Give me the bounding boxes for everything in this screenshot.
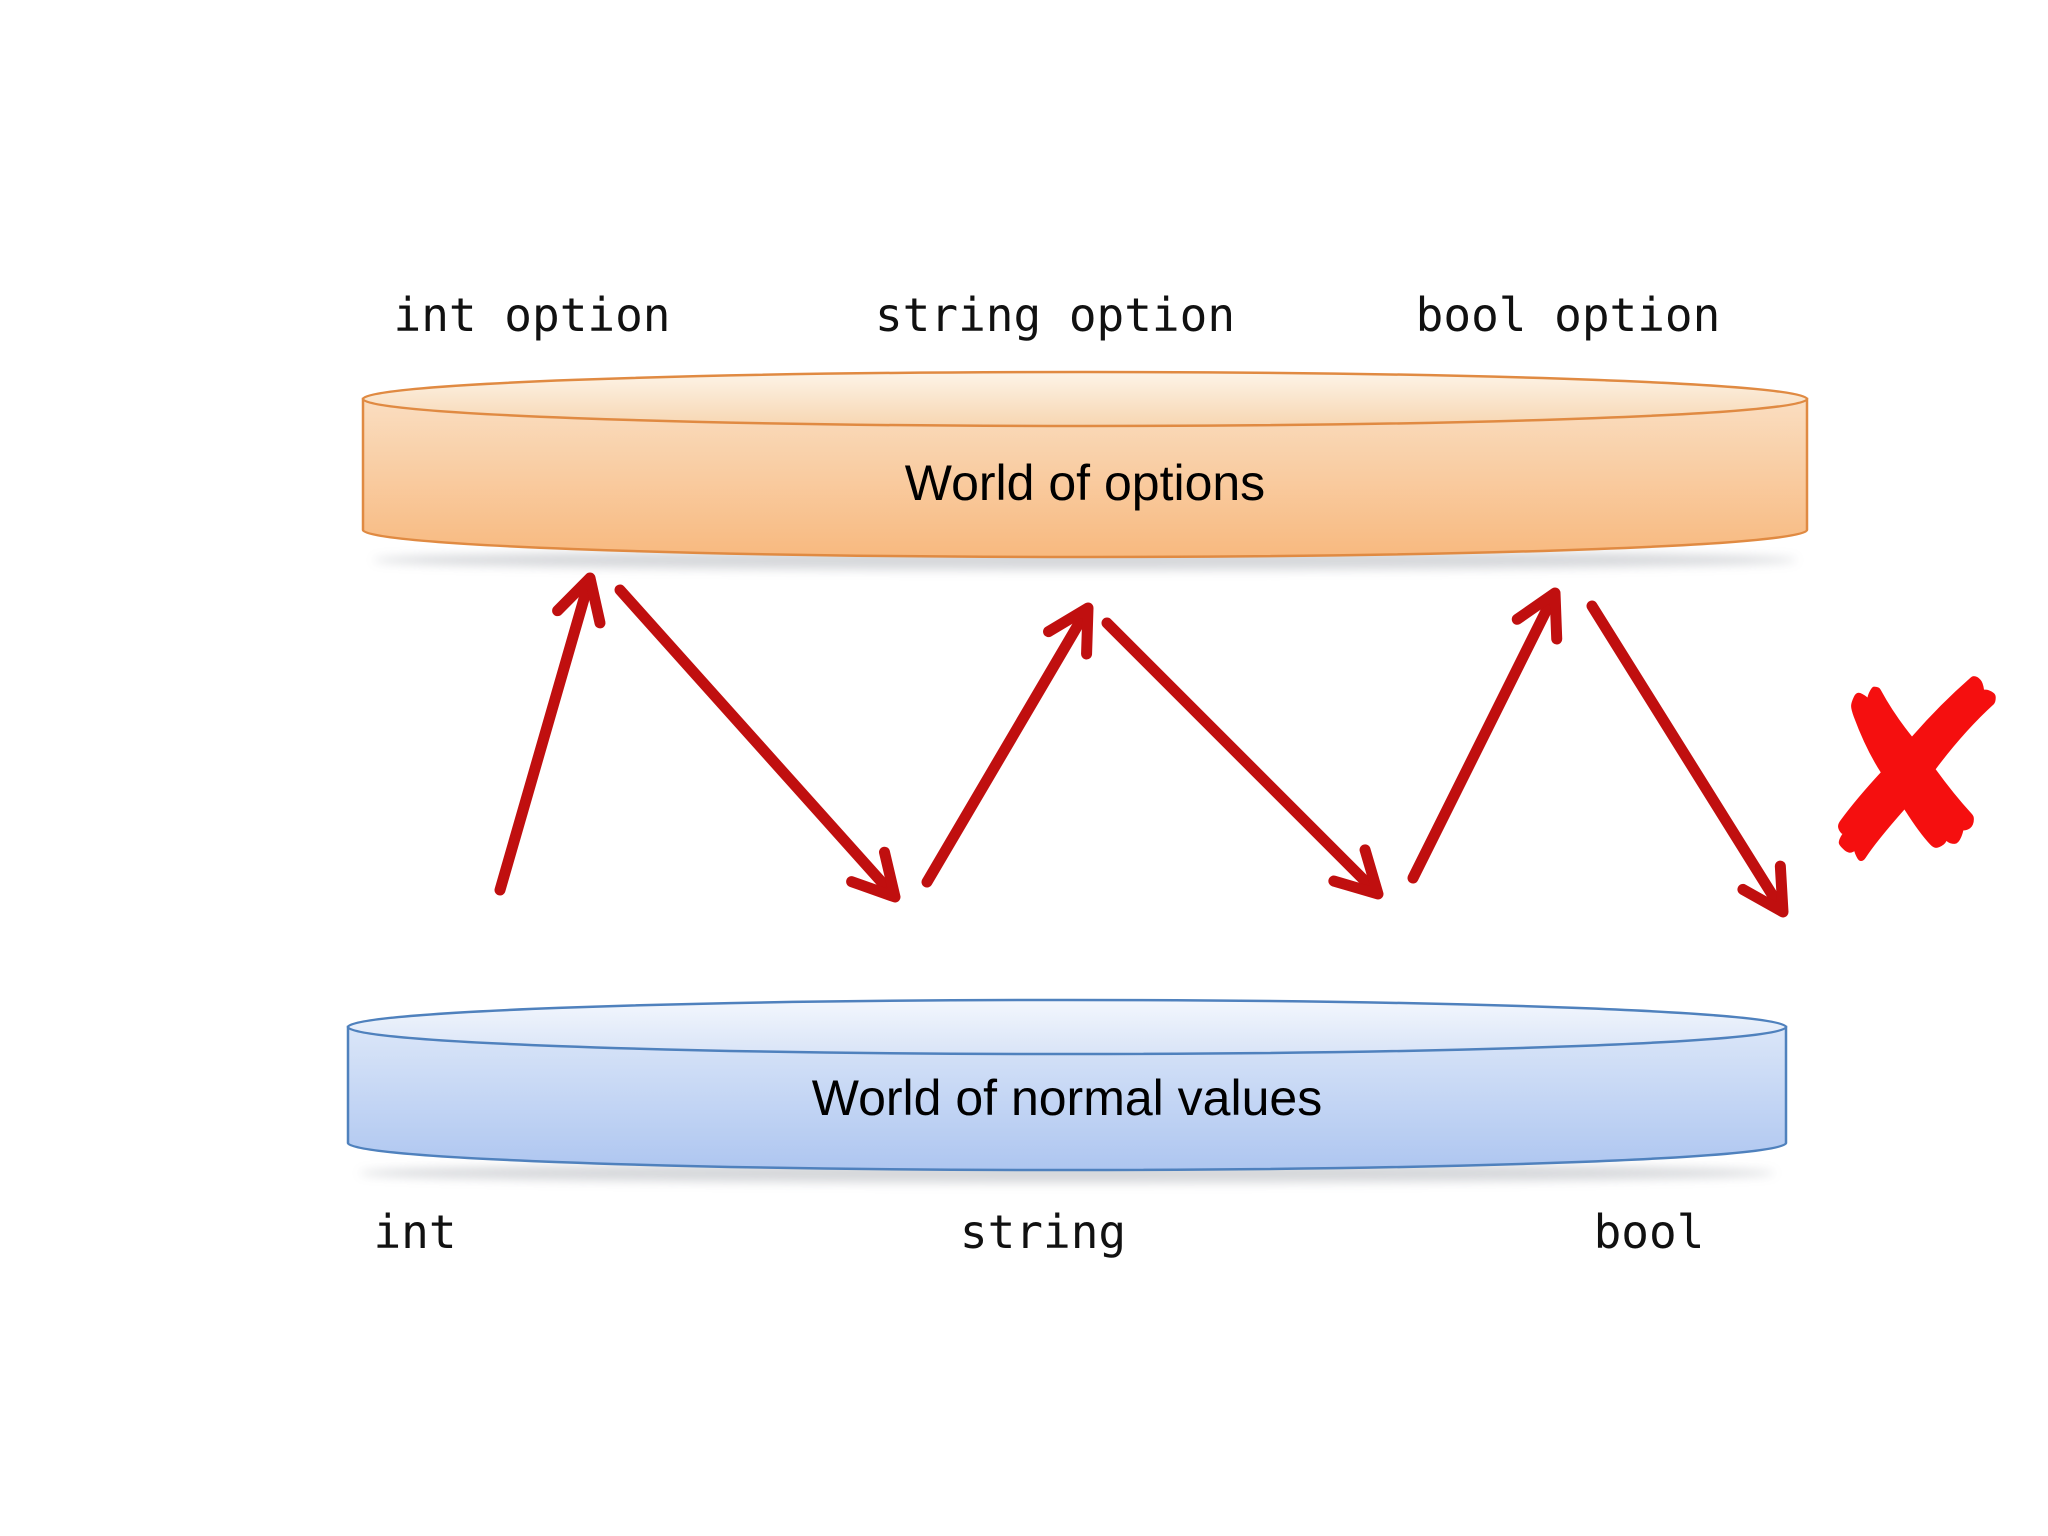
label-bool-option: bool option <box>1415 288 1721 342</box>
values-cylinder-top-face <box>346 998 1788 1056</box>
arrow-line-string-to-string-option <box>921 609 1090 888</box>
arrow-head-string-to-string-option <box>1043 602 1094 660</box>
arrows-layer <box>494 572 1789 918</box>
arrow-line-string-option-to-string <box>1101 617 1378 894</box>
arrow-head-bool-to-bool-option <box>1511 587 1563 645</box>
arrow-head-int-to-int-option <box>552 572 606 629</box>
arrow-line-int-option-to-int <box>614 584 896 897</box>
values-cylinder-body <box>346 1025 1788 1172</box>
label-bool: bool <box>1593 1205 1705 1259</box>
arrow-line-bool-option-to-bool <box>1586 600 1785 911</box>
options-world-title: World of options <box>904 455 1266 511</box>
label-int: int <box>373 1205 457 1259</box>
options-cylinder-body <box>361 397 1809 559</box>
values-cylinder-shadow <box>359 1163 1775 1183</box>
options-cylinder-top-face <box>361 370 1809 428</box>
arrow-line-int-to-int-option <box>494 580 594 896</box>
label-string: string <box>959 1205 1127 1259</box>
arrow-line-bool-to-bool-option <box>1407 594 1557 884</box>
values-world-title: World of normal values <box>811 1070 1323 1126</box>
arrow-head-bool-option-to-bool <box>1737 860 1789 918</box>
options-cylinder-shadow <box>373 550 1797 570</box>
values-cylinder <box>346 998 1788 1172</box>
x-mark-icon: ✘ <box>1807 629 2017 920</box>
arrow-head-string-option-to-string <box>1328 844 1384 900</box>
options-cylinder <box>361 370 1809 559</box>
label-string-option: string option <box>874 288 1236 342</box>
label-int-option: int option <box>393 288 671 342</box>
arrow-head-int-option-to-int <box>846 846 901 903</box>
